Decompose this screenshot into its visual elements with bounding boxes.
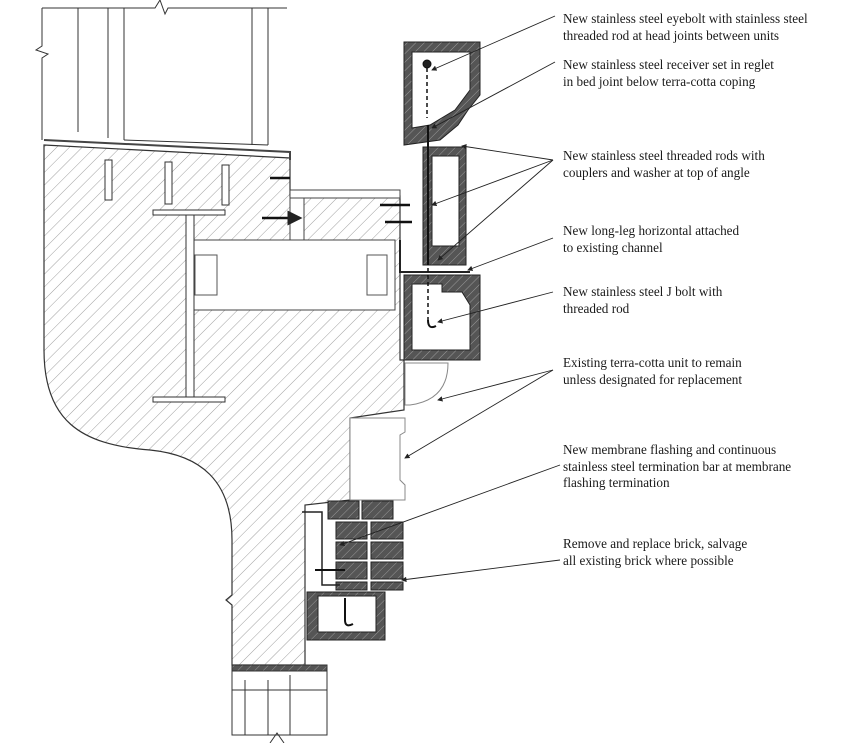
callout-long-leg: New long-leg horizontal attached to exis… <box>563 223 739 256</box>
callout-line: New stainless steel J bolt with <box>563 284 723 299</box>
terra-cotta-lower-unit <box>403 274 481 361</box>
callout-line: threaded rod <box>563 300 630 316</box>
long-leg-angle <box>399 240 470 273</box>
callout-line: New long-leg horizontal attached <box>563 223 740 238</box>
callout-line: to existing channel <box>563 239 663 255</box>
steel-i-beam <box>152 209 226 403</box>
existing-terra-cotta-units <box>349 362 449 501</box>
roof-membrane <box>43 139 291 160</box>
callout-j-bolt: New stainless steel J bolt with threaded… <box>563 284 722 317</box>
callout-brick: Remove and replace brick, salvage all ex… <box>563 536 747 569</box>
leader-lines <box>339 15 561 583</box>
callout-eyebolt: New stainless steel eyebolt with stainle… <box>563 11 808 44</box>
callout-line: Existing terra-cotta unit to remain <box>563 355 742 370</box>
terra-cotta-coping-top <box>403 41 481 146</box>
bottom-terra-cotta-unit <box>306 591 386 641</box>
terra-cotta-middle-unit <box>422 146 467 266</box>
callout-membrane-flashing: New membrane flashing and continuous sta… <box>563 442 791 492</box>
slab-ribs <box>104 159 230 206</box>
callout-line: couplers and washer at top of angle <box>563 164 750 180</box>
callout-line: New membrane flashing and continuous <box>563 442 777 457</box>
callout-line: in bed joint below terra-cotta coping <box>563 73 756 89</box>
callout-line: threaded rod at head joints between unit… <box>563 27 780 43</box>
callout-line: New stainless steel eyebolt with stainle… <box>563 11 808 26</box>
callout-line: all existing brick where possible <box>563 552 734 568</box>
callout-existing-terra-cotta: Existing terra-cotta unit to remain unle… <box>563 355 742 388</box>
callout-threaded-rods: New stainless steel threaded rods with c… <box>563 148 765 181</box>
window-frame <box>231 664 328 743</box>
callout-line: unless designated for replacement <box>563 371 743 387</box>
callout-line: stainless steel termination bar at membr… <box>563 458 792 474</box>
threaded-rod <box>422 59 437 329</box>
callout-line: flashing termination <box>563 475 670 490</box>
channel-block-left <box>194 254 218 296</box>
callout-line: New stainless steel receiver set in regl… <box>563 57 774 72</box>
callout-receiver: New stainless steel receiver set in regl… <box>563 57 774 90</box>
brick-courses <box>327 500 404 591</box>
channel-opening <box>191 239 396 311</box>
roof-deck <box>289 189 401 199</box>
callout-line: New stainless steel threaded rods with <box>563 148 765 163</box>
upper-building <box>34 0 287 146</box>
anchors <box>262 176 412 226</box>
channel-block-right <box>366 254 388 296</box>
membrane-flashing <box>302 511 340 586</box>
callout-line: Remove and replace brick, salvage <box>563 536 748 551</box>
